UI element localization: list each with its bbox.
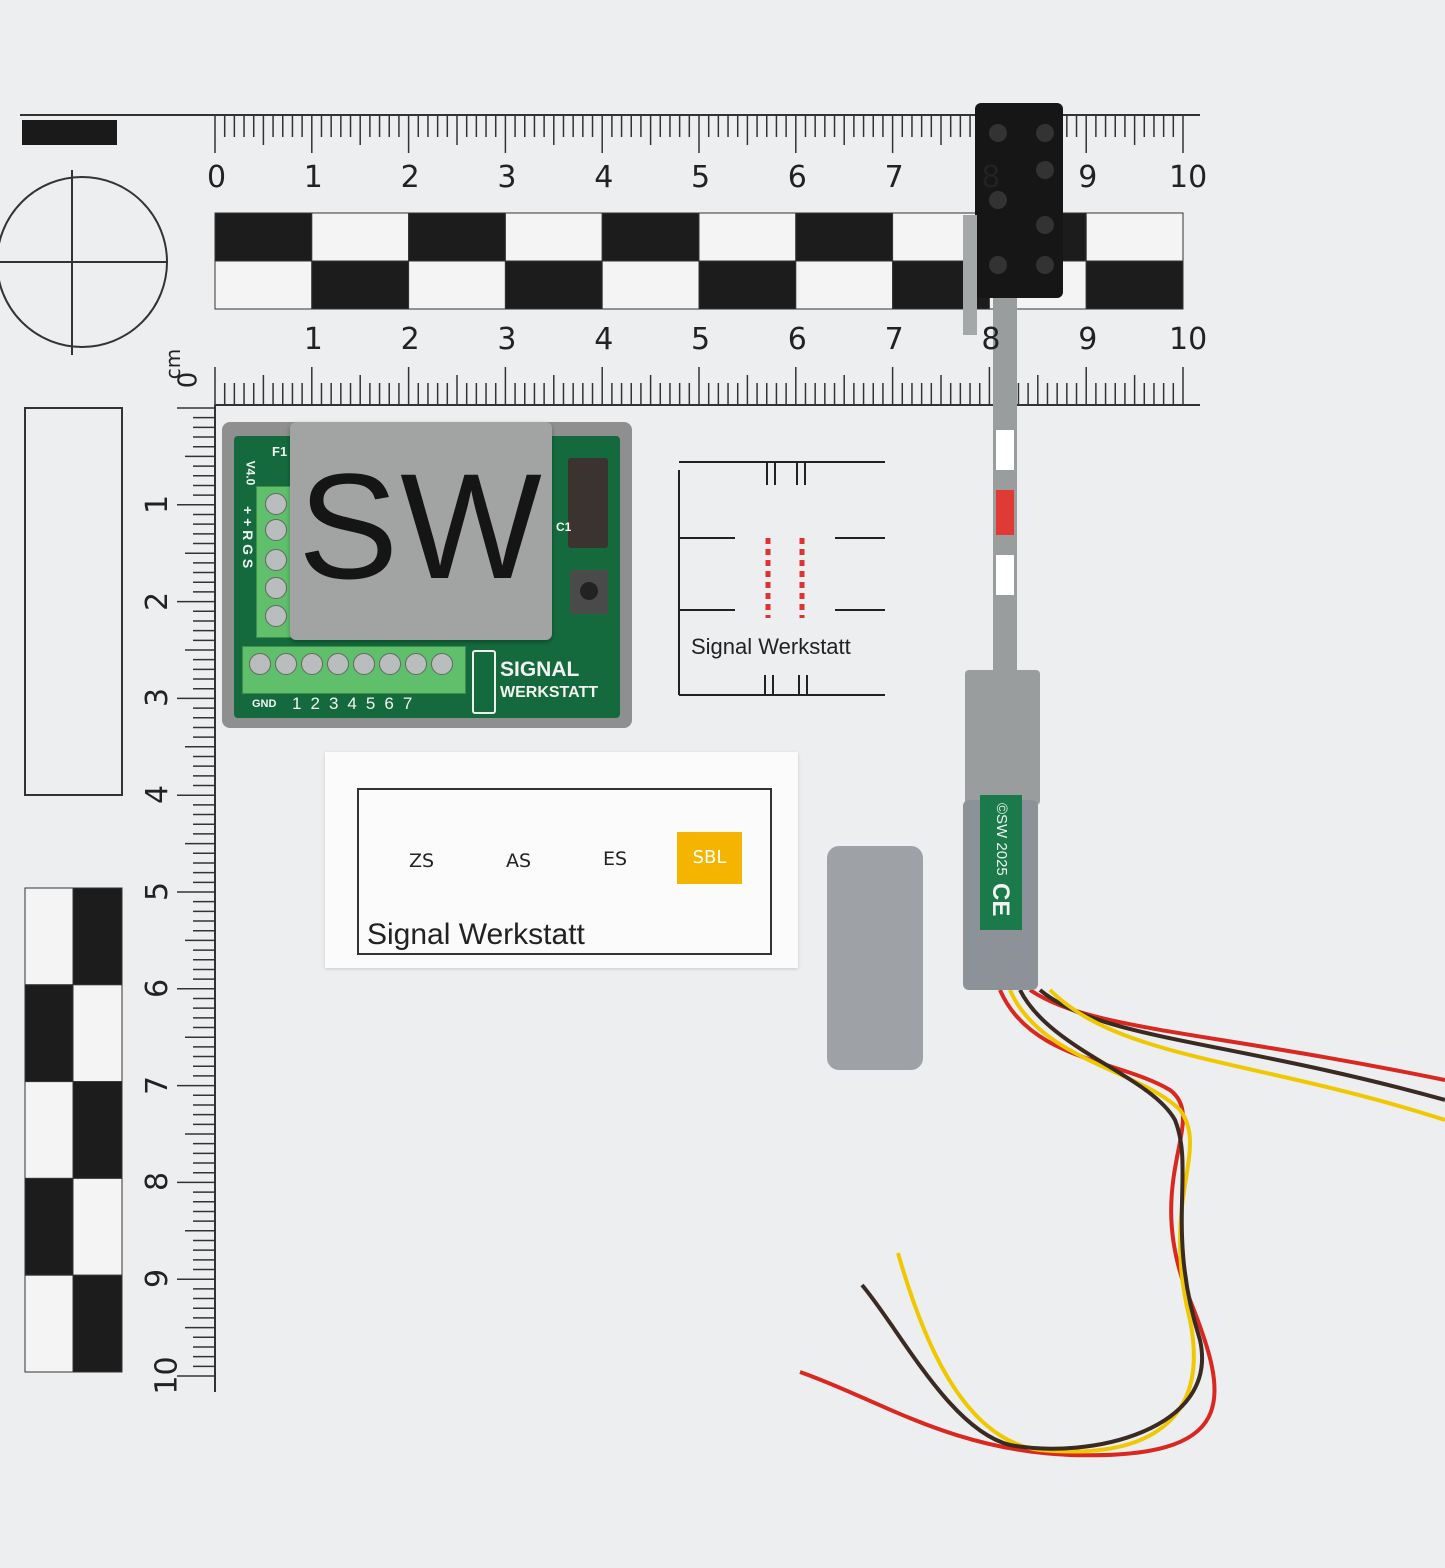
led-header: [472, 650, 496, 714]
ruler-number: 9: [1078, 322, 1098, 357]
silk-gnd: GND: [252, 698, 277, 710]
signal-mast: [963, 103, 1063, 990]
ruler-number: 8: [981, 160, 1001, 195]
terminal-block-left: [256, 486, 294, 638]
signal-cap: [827, 846, 923, 1070]
signal-card-frame: [357, 788, 772, 955]
crosshair-target: [0, 170, 168, 355]
ruler-number: 10: [1169, 160, 1208, 195]
ruler-number: 3: [140, 688, 176, 708]
ruler-number: 8: [140, 1172, 176, 1192]
label-as: AS: [506, 850, 532, 872]
ruler-unit: cm: [161, 348, 186, 380]
ruler-number: 6: [787, 160, 807, 195]
ruler-number: 3: [497, 160, 517, 195]
ruler-number: 4: [594, 322, 614, 357]
module-label: ©SW 2025 CE: [980, 795, 1022, 930]
ruler-number: 4: [140, 785, 176, 805]
silk-output-7: 7: [402, 694, 413, 713]
ruler-number: 9: [1078, 160, 1098, 195]
slide-switch: [568, 458, 608, 548]
white-scale-box: [24, 407, 123, 796]
ruler-number: 4: [594, 160, 614, 195]
track-card-caption: Signal Werkstatt: [691, 634, 851, 659]
brand-line2: WERKSTATT: [500, 684, 599, 701]
ruler-number: 5: [140, 881, 176, 902]
signal-type-card: ZS AS ES SBL Signal Werkstatt: [325, 752, 798, 968]
silk-fuse: F1: [272, 444, 288, 459]
ruler-number: 2: [400, 322, 420, 357]
label-es: ES: [603, 848, 628, 870]
brand-line1: SIGNAL: [500, 658, 580, 681]
silk-cap: C1: [556, 520, 572, 534]
silk-output-2: 2: [310, 694, 320, 713]
module-label-text: ©SW 2025: [993, 803, 1010, 876]
silk-left-pins: + + R G S: [240, 506, 256, 569]
ruler-number: 3: [497, 322, 517, 357]
ruler-number: 7: [884, 322, 904, 357]
label-zs: ZS: [409, 850, 435, 872]
silk-version: V4.0: [243, 460, 258, 486]
silk-output-5: 5: [365, 694, 376, 713]
ruler-number: 2: [400, 160, 420, 195]
ruler-ticks: [20, 114, 1200, 1392]
silk-output-6: 6: [384, 694, 394, 713]
ruler-number: 0: [207, 160, 227, 195]
signal-card-caption: Signal Werkstatt: [367, 918, 585, 951]
ruler-number: 5: [691, 160, 711, 195]
ce-mark: CE: [987, 883, 1014, 917]
scale-bar-black: [22, 120, 117, 145]
terminal-block-bottom: [242, 646, 466, 694]
silk-output-3: 3: [328, 694, 339, 713]
track-card: Signal Werkstatt: [676, 458, 886, 700]
ruler-number: 10: [149, 1356, 185, 1395]
ruler-number: 1: [140, 494, 176, 514]
ruler-number: 9: [140, 1269, 176, 1289]
ruler-number: 6: [787, 322, 807, 357]
ruler-number: 8: [981, 322, 1001, 357]
label-sbl-highlighted: SBL: [677, 832, 742, 884]
ruler-number: 1: [303, 160, 323, 195]
cover-text: SW: [298, 442, 544, 610]
ruler-number: 2: [140, 591, 176, 611]
signal-wires: [799, 988, 1445, 1458]
ruler-number: 5: [691, 322, 711, 357]
silk-output-1: 1: [292, 694, 302, 713]
ruler-number: 6: [140, 978, 176, 998]
ruler-number: 7: [140, 1075, 176, 1095]
ruler-number: 1: [303, 322, 323, 357]
checker-scale-vertical: [24, 887, 123, 1373]
ruler-number: 7: [884, 160, 904, 195]
silk-output-4: 4: [347, 694, 357, 713]
track-card-drawing: [678, 461, 885, 696]
board-cover: SW: [290, 422, 552, 640]
ruler-number: 10: [1169, 322, 1208, 357]
push-button: [570, 570, 608, 614]
